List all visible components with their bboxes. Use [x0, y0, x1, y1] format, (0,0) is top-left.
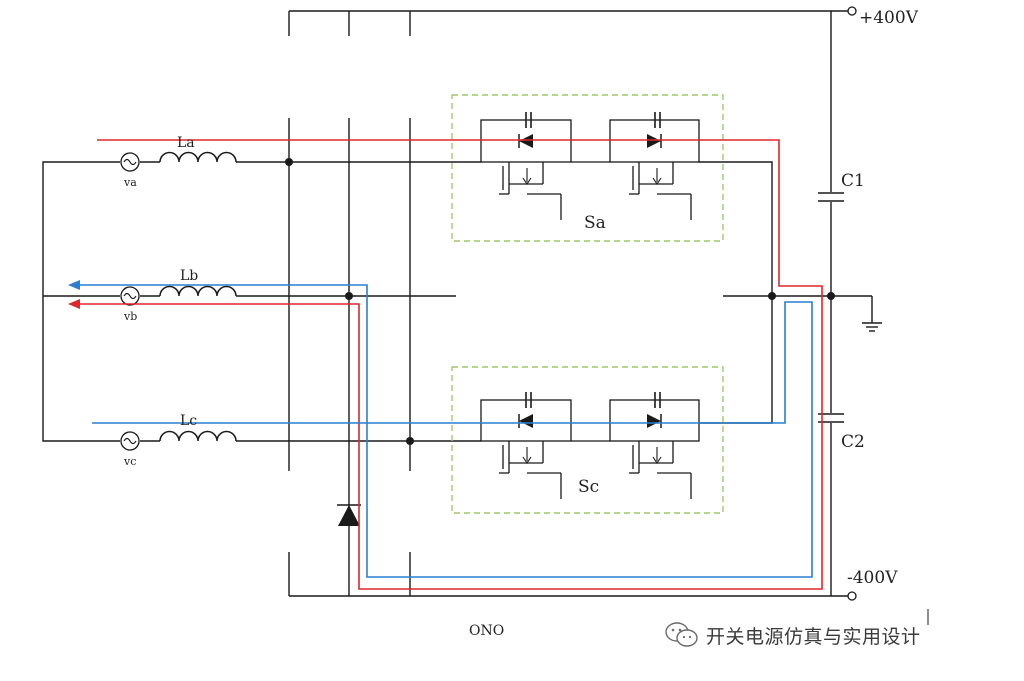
switch-module-sa	[451, 94, 724, 242]
diode-icon	[518, 414, 533, 428]
capacitor-c2-label: C2	[841, 432, 865, 452]
switch-module-sc	[451, 366, 724, 514]
source-vc-label: vc	[123, 455, 136, 468]
module-outline	[451, 366, 724, 514]
ground-icon	[862, 296, 882, 332]
rail-terminals	[847, 6, 857, 601]
junction-dot	[345, 292, 353, 300]
junction-dot	[827, 292, 835, 300]
negative-terminal-icon	[847, 591, 857, 601]
inductor-lc-icon	[159, 430, 237, 442]
ac-source-va-icon	[120, 152, 140, 172]
inductor-lb-icon	[159, 285, 237, 297]
inductor-la-icon	[159, 151, 237, 163]
watermark-text: 开关电源仿真与实用设计	[706, 625, 921, 648]
module-outline	[451, 94, 724, 242]
phase-input-wires	[42, 161, 872, 442]
junction-dots	[285, 158, 835, 445]
junction-dot	[406, 437, 414, 445]
switch-sc-label: Sc	[578, 477, 599, 497]
mosfet-icon	[628, 161, 692, 221]
capacitor-c1-icon	[818, 192, 844, 202]
mosfet-icon	[498, 440, 562, 500]
source-vb-label: vb	[123, 310, 137, 323]
source-common-return	[42, 161, 120, 442]
phase-b-diode-icon	[337, 504, 361, 526]
capacitor-c1-label: C1	[841, 171, 865, 191]
positive-terminal-icon	[847, 6, 857, 16]
red-arrow-icon	[68, 299, 80, 309]
junction-dot	[285, 158, 293, 166]
blue-arrow-icon	[68, 280, 80, 290]
bottom-caption: ONO	[469, 623, 504, 639]
watermark: 开关电源仿真与实用设计	[664, 618, 921, 652]
diode-icon	[647, 414, 662, 428]
ac-source-vb-icon	[120, 286, 140, 306]
inductor-lb-label: Lb	[180, 268, 198, 284]
negative-rail-label: -400V	[847, 568, 898, 588]
wechat-icon	[665, 622, 698, 647]
inductor-lc-label: Lc	[180, 413, 197, 429]
inductor-la-label: La	[177, 135, 195, 151]
sa-output-wire	[699, 161, 773, 296]
positive-rail-label: +400V	[859, 8, 919, 28]
switch-sa-label: Sa	[584, 213, 606, 233]
diode-icon	[647, 134, 662, 148]
diode-icon	[518, 134, 533, 148]
current-path-red	[78, 139, 823, 590]
mosfet-icon	[498, 161, 562, 221]
junction-dot	[768, 292, 776, 300]
sc-output-wire	[699, 296, 773, 424]
current-path-blue	[78, 284, 813, 578]
ac-source-vc-icon	[120, 431, 140, 451]
mosfet-icon	[628, 440, 692, 500]
power-rails	[289, 10, 848, 597]
source-va-label: va	[123, 176, 137, 189]
